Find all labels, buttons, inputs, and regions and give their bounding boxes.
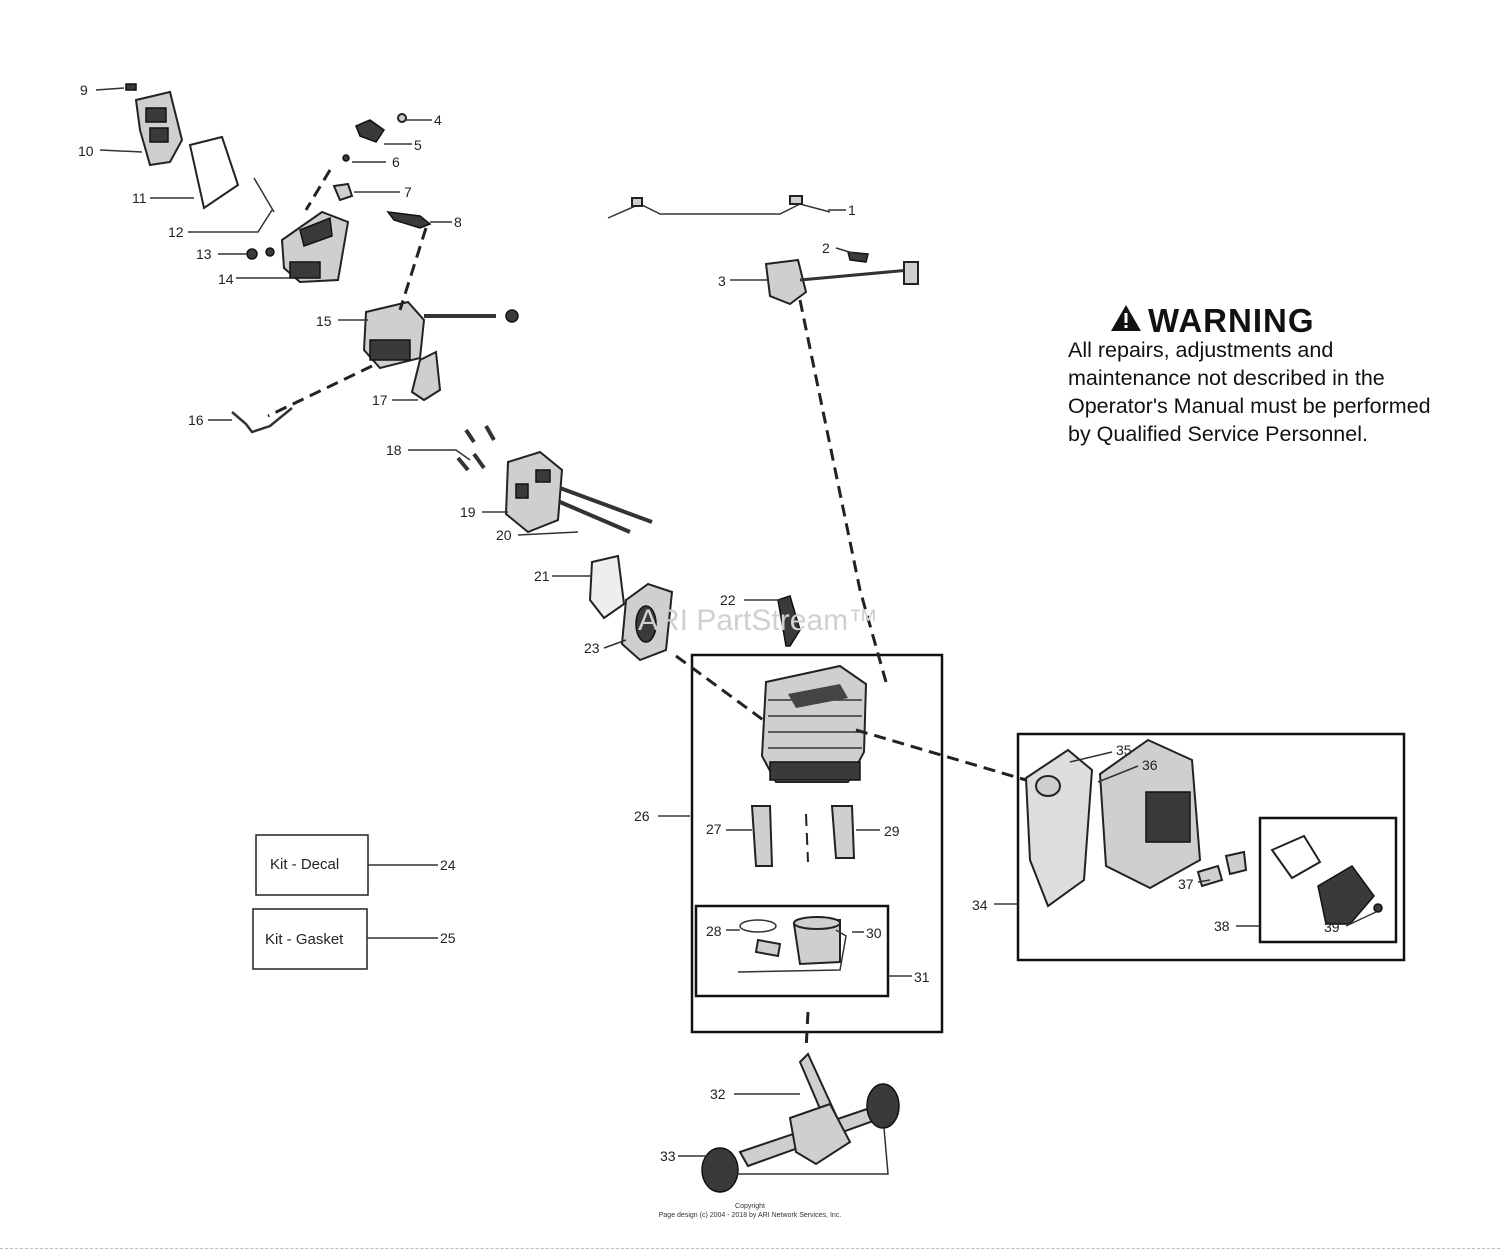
muffler-part xyxy=(1024,738,1248,908)
callout-34: 34 xyxy=(972,897,988,913)
air-filter-part xyxy=(188,135,240,210)
cylinder-gasket-part xyxy=(750,805,856,867)
warning-text: All repairs, adjustments and maintenance… xyxy=(1068,338,1431,446)
callout-19: 19 xyxy=(460,504,476,520)
warning-title: WARNING xyxy=(1110,302,1315,340)
callout-14: 14 xyxy=(218,271,234,287)
throttle-rod-part xyxy=(231,407,293,434)
copyright-line-1: Copyright xyxy=(735,1203,765,1210)
throttle-parts xyxy=(332,113,432,229)
callout-20: 20 xyxy=(496,527,512,543)
carburetor-housing-part xyxy=(246,210,350,284)
callout-13: 13 xyxy=(196,246,212,262)
warning-triangle-icon xyxy=(1110,302,1142,340)
callout-12: 12 xyxy=(168,224,184,240)
callout-21: 21 xyxy=(534,568,550,584)
callout-18: 18 xyxy=(386,442,402,458)
leader-lines xyxy=(95,87,1377,1175)
muffler-box xyxy=(1016,732,1406,962)
ignition-wire-part xyxy=(607,195,919,306)
callout-36: 36 xyxy=(1142,757,1158,773)
callout-15: 15 xyxy=(316,313,332,329)
callout-27: 27 xyxy=(706,821,722,837)
watermark: ARI PartStream™ xyxy=(638,604,878,637)
callout-labels: 1 2 3 4 5 6 7 8 9 10 11 12 13 14 15 16 1… xyxy=(78,82,1340,1164)
callout-25: 25 xyxy=(440,930,456,946)
copyright-line-2: Page design (c) 2004 - 2018 by ARI Netwo… xyxy=(658,1212,842,1219)
callout-38: 38 xyxy=(1214,918,1230,934)
callout-3: 3 xyxy=(718,273,726,289)
callout-30: 30 xyxy=(866,925,882,941)
callout-31: 31 xyxy=(914,969,930,985)
callout-4: 4 xyxy=(434,112,442,128)
callout-33: 33 xyxy=(660,1148,676,1164)
callout-22: 22 xyxy=(720,592,736,608)
callout-16: 16 xyxy=(188,412,204,428)
kit-gasket-label: Kit - Gasket xyxy=(265,931,344,948)
callout-7: 7 xyxy=(404,184,412,200)
air-filter-cover-part xyxy=(125,83,184,167)
kit-gasket: Kit - Gasket 25 xyxy=(252,908,456,970)
intake-manifold-part xyxy=(456,425,653,534)
callout-26: 26 xyxy=(634,808,650,824)
callout-6: 6 xyxy=(392,154,400,170)
warning-title-text: WARNING xyxy=(1148,302,1315,339)
spark-arrestor-part xyxy=(1270,834,1383,925)
cylinder-kit-box xyxy=(690,653,944,1034)
callout-28: 28 xyxy=(706,923,722,939)
callout-2: 2 xyxy=(822,240,830,256)
kit-decal: Kit - Decal 24 xyxy=(255,834,456,896)
bottom-divider xyxy=(0,1248,1500,1249)
callout-35: 35 xyxy=(1116,742,1132,758)
cylinder-part xyxy=(760,664,868,783)
callout-39: 39 xyxy=(1324,919,1340,935)
callout-9: 9 xyxy=(80,82,88,98)
callout-5: 5 xyxy=(414,137,422,153)
piston-kit-box xyxy=(694,904,890,998)
callout-23: 23 xyxy=(584,640,600,656)
copyright: Copyright Page design (c) 2004 - 2018 by… xyxy=(600,1202,900,1220)
callout-37: 37 xyxy=(1178,876,1194,892)
callout-10: 10 xyxy=(78,143,94,159)
callout-11: 11 xyxy=(132,190,147,206)
callout-1: 1 xyxy=(848,202,856,218)
piston-part xyxy=(737,916,847,973)
assembly-lines xyxy=(267,169,1027,1051)
kit-decal-label: Kit - Decal xyxy=(270,856,339,873)
carburetor-part xyxy=(362,300,519,402)
callout-32: 32 xyxy=(710,1086,726,1102)
spark-plug-part xyxy=(777,595,801,647)
carb-adapter-part xyxy=(620,582,674,662)
callout-8: 8 xyxy=(454,214,462,230)
crankshaft-part xyxy=(701,1052,900,1193)
spark-arrestor-box xyxy=(1258,816,1398,944)
callout-29: 29 xyxy=(884,823,900,839)
intake-gasket-part xyxy=(588,554,626,620)
callout-24: 24 xyxy=(440,857,456,873)
callout-17: 17 xyxy=(372,392,388,408)
